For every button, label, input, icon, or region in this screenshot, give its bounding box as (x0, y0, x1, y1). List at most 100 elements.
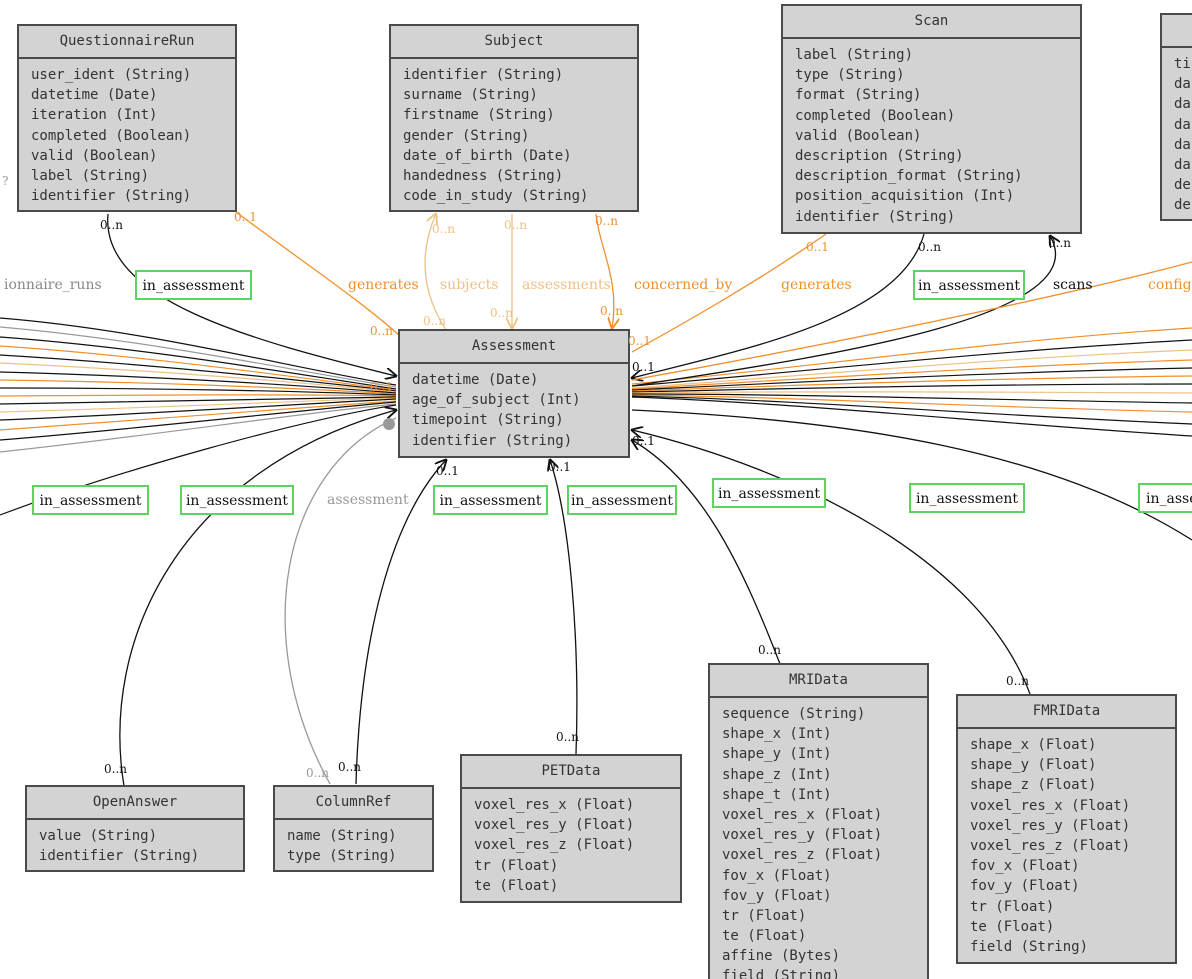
label-box-in-assessment: in_assessment (433, 485, 548, 515)
edge-column-ref-dot (383, 418, 395, 430)
multiplicity: 0..1 (548, 460, 571, 474)
attribute: shape_y (Float) (970, 757, 1097, 774)
class-column-ref[interactable]: ColumnRef name (String) type (String) (273, 785, 434, 872)
label-scans: scans (1053, 277, 1093, 293)
multiplicity: ? (2, 174, 9, 188)
attribute: sequence (String) (722, 706, 866, 722)
multiplicity: 0..1 (632, 360, 655, 374)
multiplicity: 0..n (306, 766, 329, 780)
attribute: voxel_res_z (Float) (970, 837, 1131, 854)
attribute: te (Float) (970, 918, 1055, 935)
attribute: handedness (String) (403, 167, 564, 184)
edge-subjects (424, 214, 447, 331)
edge-pet-data (550, 460, 578, 755)
class-assessment[interactable]: Assessment datetime (Date) age_of_subjec… (398, 329, 630, 458)
attribute: gender (String) (403, 127, 530, 144)
attribute: identifier (String) (403, 67, 564, 83)
multiplicity: 0..n (918, 240, 941, 254)
class-pet-data[interactable]: PETData voxel_res_x (Float) voxel_res_y … (460, 754, 682, 903)
attribute: voxel_res_x (Float) (722, 806, 883, 823)
multiplicity: 0..n (600, 304, 623, 318)
attribute: position_acquisition (Int) (795, 188, 1015, 205)
class-name: ColumnRef (275, 787, 432, 820)
attribute: name (String) (287, 828, 397, 844)
attribute: shape_t (Int) (722, 786, 832, 803)
attribute: da (1174, 116, 1191, 133)
attribute-list: sequence (String) shape_x (Int) shape_y … (710, 698, 927, 979)
label-generates-scan: generates (781, 277, 852, 293)
class-scan[interactable]: Scan label (String) type (String) format… (781, 4, 1082, 234)
attribute-list: identifier (String) surname (String) fir… (391, 59, 637, 206)
attribute: type (String) (795, 67, 905, 84)
attribute: identifier (String) (795, 208, 956, 225)
class-name: MRIData (710, 665, 927, 698)
edge-fmri-data (632, 430, 1031, 695)
attribute: description (String) (795, 147, 964, 164)
attribute: age_of_subject (Int) (412, 392, 581, 409)
label-concerned-by: concerned_by (634, 277, 733, 293)
attribute: firstname (String) (403, 107, 555, 124)
attribute: value (String) (39, 828, 158, 844)
edge-concerned-by (595, 213, 614, 328)
class-subject[interactable]: Subject identifier (String) surname (Str… (389, 24, 639, 212)
label-box-in-assessment: in_assessment (180, 485, 294, 515)
attribute-list: user_ident (String) datetime (Date) iter… (19, 59, 235, 206)
edge-open-answer (119, 410, 396, 787)
attribute: tr (Float) (970, 898, 1055, 915)
label-box-in-assessment: in_assessment (135, 270, 252, 300)
class-name: Subject (391, 26, 637, 59)
class-open-answer[interactable]: OpenAnswer value (String) identifier (St… (25, 785, 245, 872)
label-box-in-assessment: in_assessment (567, 485, 677, 515)
class-partial-right[interactable]: ti da da da da da de de (1160, 13, 1192, 221)
label-assessments: assessments (522, 277, 611, 293)
left-edge-bundle (0, 317, 397, 516)
label-box-in-assessment: in_assessment (913, 270, 1025, 300)
attribute: da (1174, 76, 1191, 93)
multiplicity: 0..1 (628, 334, 651, 348)
attribute: affine (Bytes) (722, 948, 841, 965)
edge-in-assessment-scan (632, 233, 925, 378)
multiplicity: 0..n (595, 214, 618, 228)
multiplicity: 0..1 (234, 210, 257, 224)
multiplicity: 0..n (758, 643, 781, 657)
attribute: type (String) (287, 848, 397, 865)
label-box-in-assessment: in_assessment (32, 485, 149, 515)
attribute: shape_z (Int) (722, 766, 832, 783)
attribute: fov_x (Float) (722, 867, 832, 884)
attribute: voxel_res_x (Float) (474, 797, 635, 813)
class-name: Scan (783, 6, 1080, 39)
attribute: timepoint (String) (412, 412, 564, 429)
label-subjects: subjects (440, 277, 499, 293)
edge-generates-questionnaire (235, 211, 401, 337)
multiplicity: 0..n (1006, 674, 1029, 688)
attribute-list: name (String) type (String) (275, 820, 432, 866)
attribute: identifier (String) (412, 432, 573, 449)
multiplicity: 0..1 (632, 434, 655, 448)
multiplicity: 0..n (556, 730, 579, 744)
class-name: PETData (462, 756, 680, 789)
multiplicity: 0..n (104, 762, 127, 776)
label-questionnaire-runs: ionnaire_runs (4, 277, 102, 293)
attribute: completed (Boolean) (795, 107, 956, 124)
class-fmri-data[interactable]: FMRIData shape_x (Float) shape_y (Float)… (956, 694, 1177, 964)
right-edge-bundle (631, 327, 1192, 437)
class-questionnaire-run[interactable]: QuestionnaireRun user_ident (String) dat… (17, 24, 237, 212)
edge-mri-data (632, 440, 781, 665)
attribute: identifier (String) (39, 848, 200, 865)
attribute: date_of_birth (Date) (403, 147, 572, 164)
attribute: valid (Boolean) (795, 127, 922, 144)
label-box-in-assessment: in_assessment (1138, 483, 1192, 513)
attribute: de (1174, 197, 1191, 214)
multiplicity: 0..n (1048, 236, 1071, 250)
edge-column-ref-assessment (284, 417, 397, 785)
class-mri-data[interactable]: MRIData sequence (String) shape_x (Int) … (708, 663, 929, 979)
attribute: field (String) (722, 968, 841, 979)
attribute: voxel_res_y (Float) (474, 817, 635, 834)
label-assessment: assessment (327, 492, 409, 508)
attribute: shape_z (Float) (970, 777, 1097, 794)
attribute: te (Float) (722, 928, 807, 945)
label-configurations: config (1148, 277, 1192, 293)
attribute-list: value (String) identifier (String) (27, 820, 243, 866)
class-name: FMRIData (958, 696, 1175, 729)
